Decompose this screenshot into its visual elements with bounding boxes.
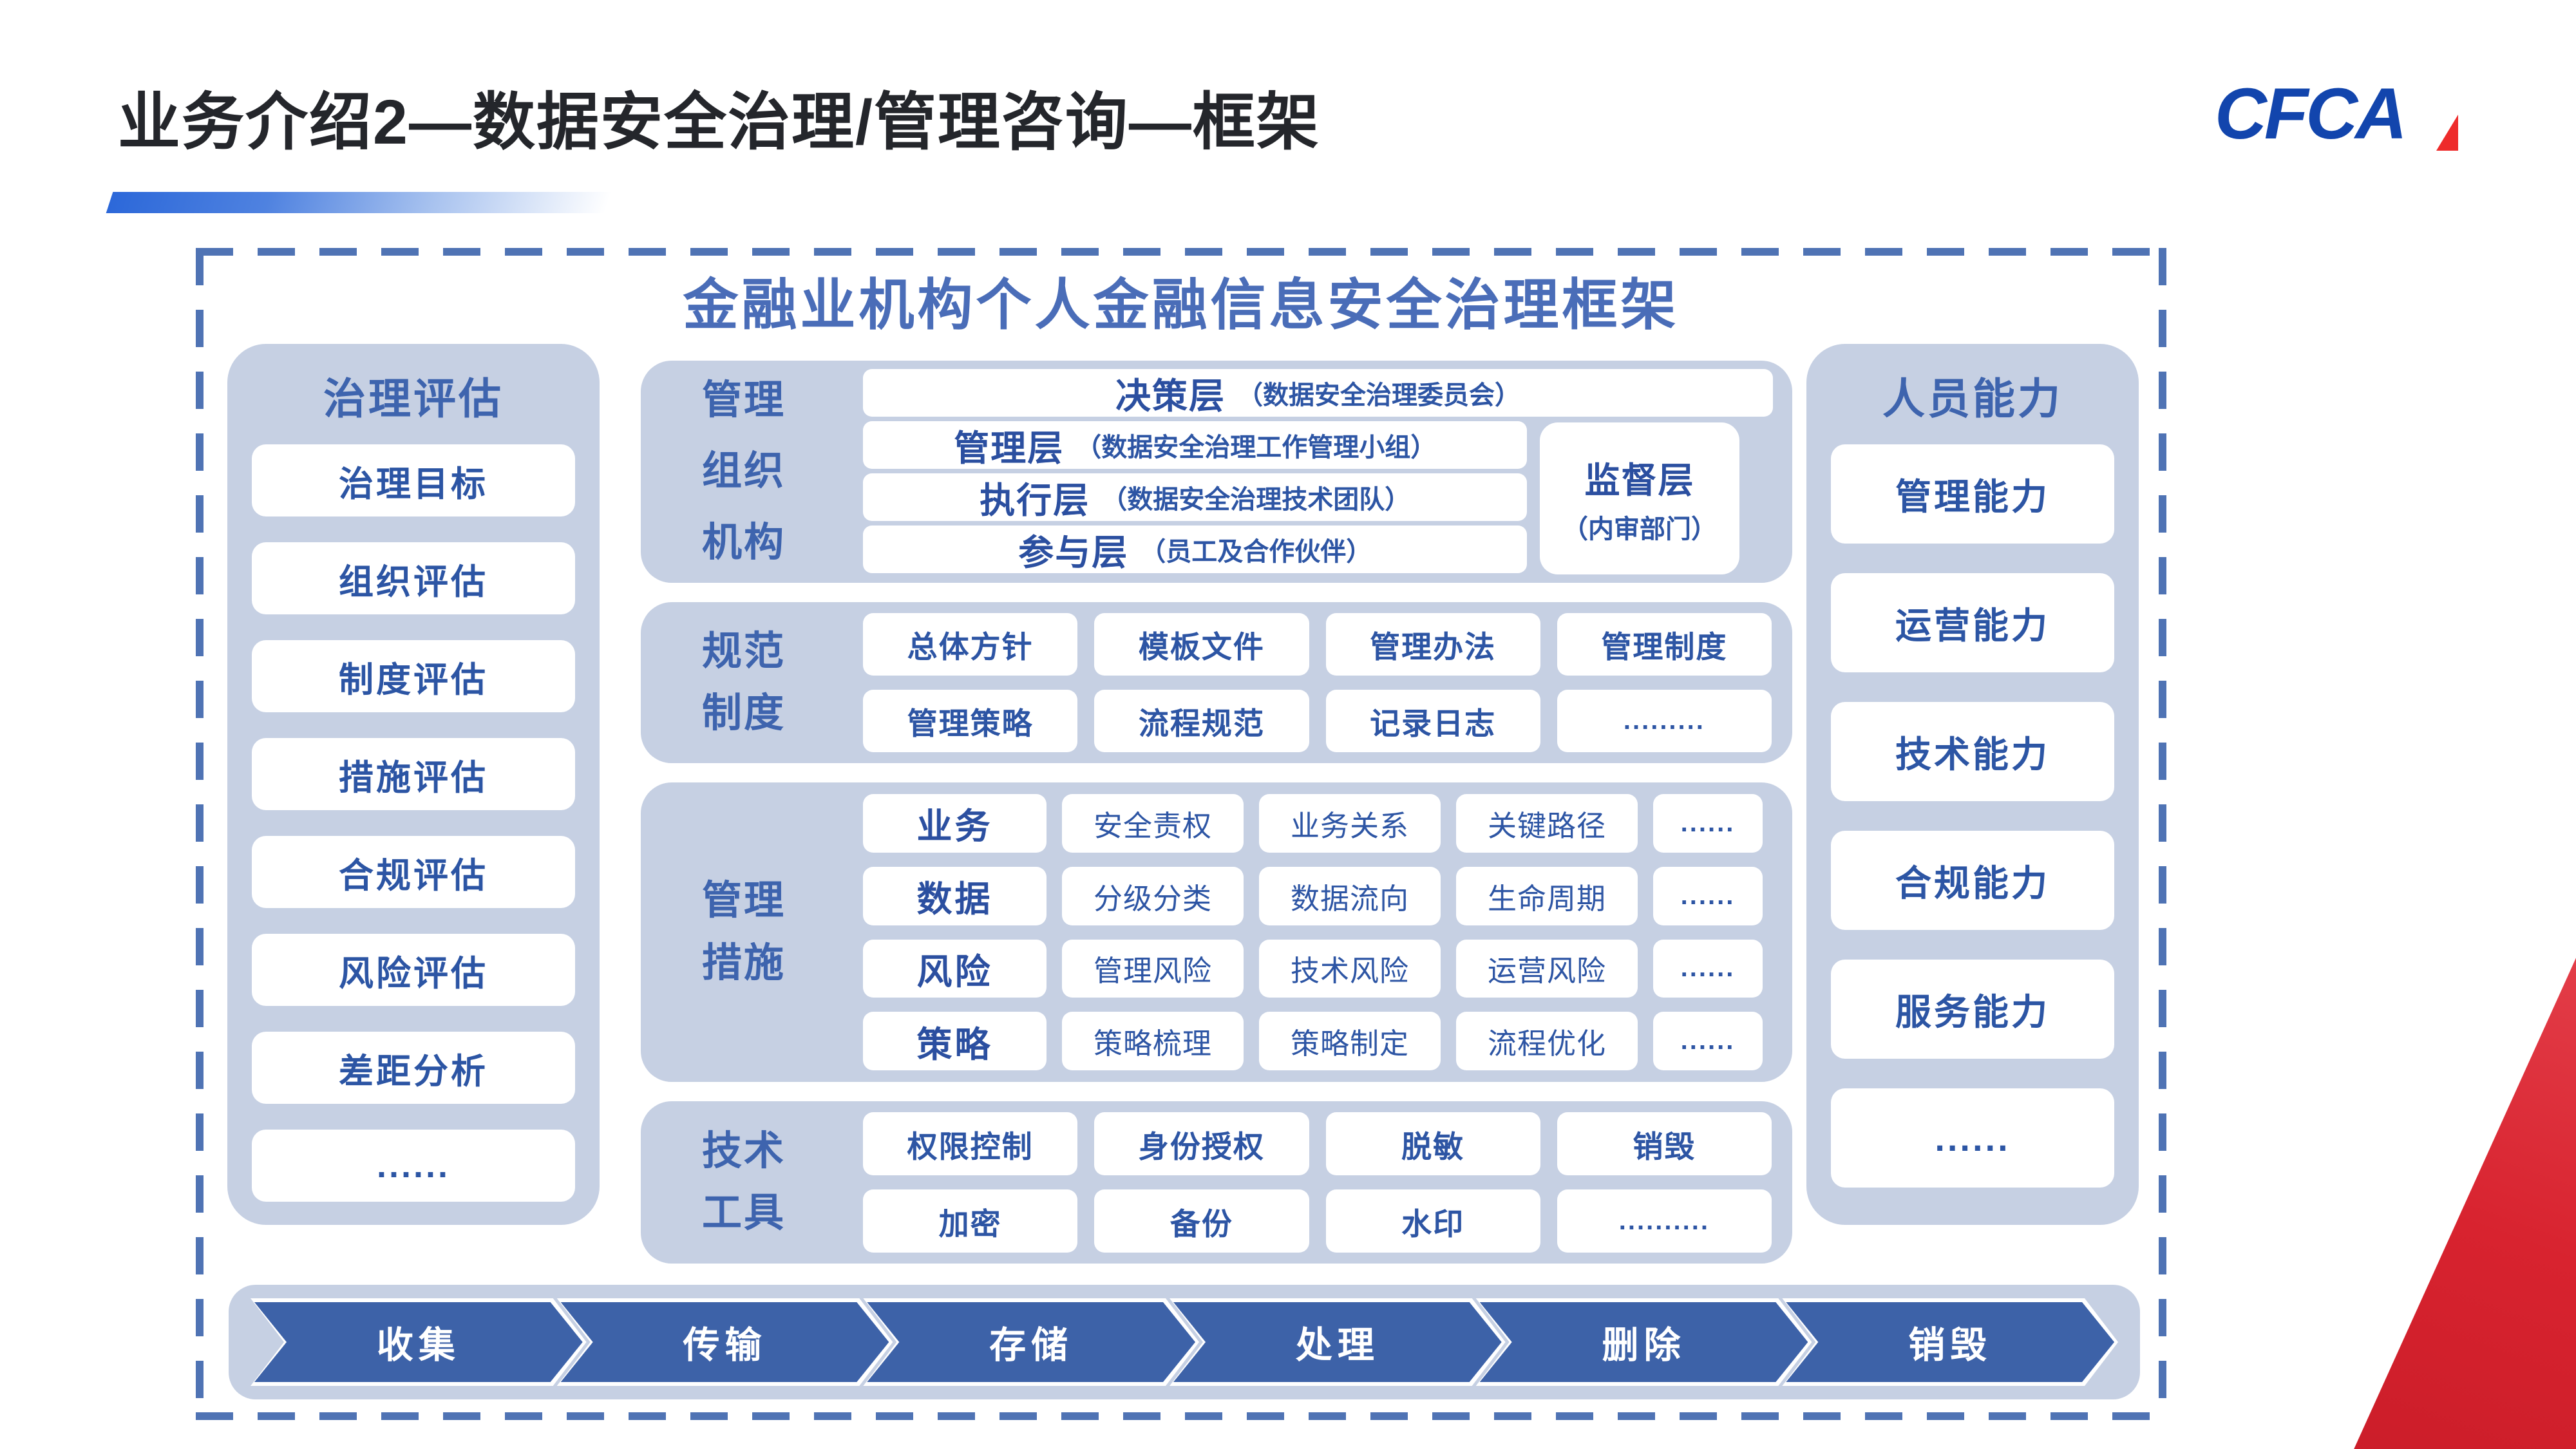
management-measures-panel: 管理 措施 业务 安全责权 业务关系 关键路径 ...... 数据 分级分类 数…: [641, 782, 1792, 1082]
tool-item: 身份授权: [1094, 1112, 1309, 1175]
policy-item: 总体方针: [863, 613, 1078, 676]
measure-category: 业务: [863, 794, 1046, 853]
measure-category: 数据: [863, 866, 1046, 925]
flow-step-destroy: 销毁: [1782, 1298, 2118, 1386]
list-item: 制度评估: [252, 640, 575, 712]
flow-step-transfer: 传输: [557, 1298, 893, 1386]
tool-item: 备份: [1094, 1189, 1309, 1253]
measure-item: 流程优化: [1456, 1012, 1638, 1070]
list-item: 管理能力: [1831, 444, 2114, 544]
framework-dashed-frame: 金融业机构个人金融信息安全治理框架 治理评估 治理目标 组织评估 制度评估 措施…: [196, 248, 2166, 1420]
list-item: 治理目标: [252, 444, 575, 516]
policy-item: 记录日志: [1325, 690, 1540, 752]
technical-tools-label: 技术 工具: [701, 1128, 786, 1235]
technical-tools-panel: 技术 工具 权限控制 身份授权 脱敏 销毁 加密 备份 水印 .........…: [641, 1101, 1792, 1264]
policy-system-label: 规范 制度: [701, 629, 786, 735]
list-item: 差距分析: [252, 1032, 575, 1104]
measure-item: 策略梳理: [1062, 1012, 1244, 1070]
tool-item: 水印: [1325, 1189, 1540, 1253]
measure-item: 策略制定: [1259, 1012, 1441, 1070]
flow-step-store: 存储: [863, 1298, 1199, 1386]
management-layer-row: 管理层 （数据安全治理工作管理小组）: [863, 421, 1528, 469]
decision-layer-row: 决策层 （数据安全治理委员会）: [863, 369, 1773, 417]
flow-step-label: 删除: [1480, 1302, 1808, 1382]
participation-layer-row: 参与层 （员工及合作伙伴）: [863, 526, 1528, 573]
measure-item: 业务关系: [1259, 794, 1441, 853]
policy-item: 流程规范: [1094, 690, 1309, 752]
tool-item: 销毁: [1557, 1112, 1772, 1175]
list-item: 风险评估: [252, 934, 575, 1006]
measure-item: 生命周期: [1456, 866, 1638, 925]
cfca-logo-text: CFCA: [2215, 73, 2407, 154]
list-item-ellipsis: ......: [1831, 1088, 2114, 1188]
flow-step-delete: 删除: [1476, 1298, 1812, 1386]
policy-system-grid: 总体方针 模板文件 管理办法 管理制度 管理策略 流程规范 记录日志 .....…: [847, 602, 1792, 763]
measure-item-ellipsis: ......: [1653, 794, 1763, 853]
tool-item: 权限控制: [863, 1112, 1078, 1175]
flow-step-label: 存储: [867, 1302, 1195, 1382]
management-organization-rows: 决策层 （数据安全治理委员会） 管理层 （数据安全治理工作管理小组） 执行层 （…: [847, 361, 1792, 583]
dashed-border-right: [2159, 248, 2166, 1420]
tool-item-ellipsis: ..........: [1557, 1189, 1772, 1253]
flow-step-collect: 收集: [251, 1298, 587, 1386]
policy-item-ellipsis: .........: [1557, 690, 1772, 752]
governance-assessment-header: 治理评估: [323, 375, 504, 422]
flow-step-label: 收集: [254, 1302, 583, 1382]
measure-item: 分级分类: [1062, 866, 1244, 925]
framework-title: 金融业机构个人金融信息安全治理框架: [683, 274, 1680, 336]
dashed-border-top: [196, 248, 2166, 256]
measure-category: 策略: [863, 1012, 1046, 1070]
list-item: 技术能力: [1831, 702, 2114, 801]
technical-tools-grid: 权限控制 身份授权 脱敏 销毁 加密 备份 水印 ..........: [847, 1101, 1792, 1264]
list-item: 措施评估: [252, 738, 575, 810]
flow-step-label: 处理: [1173, 1302, 1502, 1382]
measure-item: 运营风险: [1456, 939, 1638, 998]
title-underline-bar: [106, 192, 638, 213]
page-title: 业务介绍2—数据安全治理/管理咨询—框架: [118, 87, 1320, 157]
measure-item: 关键路径: [1456, 794, 1638, 853]
list-item: 服务能力: [1831, 960, 2114, 1059]
management-measures-grid: 业务 安全责权 业务关系 关键路径 ...... 数据 分级分类 数据流向 生命…: [847, 782, 1792, 1082]
personnel-capability-items: 管理能力 运营能力 技术能力 合规能力 服务能力 ......: [1806, 444, 2139, 1188]
measure-item-ellipsis: ......: [1653, 866, 1763, 925]
policy-item: 模板文件: [1094, 613, 1309, 676]
personnel-capability-header: 人员能力: [1882, 375, 2063, 422]
management-organization-label: 管理 组织 机构: [701, 377, 786, 565]
data-lifecycle-flow-band: 收集 传输 存储 处理 删除 销毁: [229, 1285, 2140, 1399]
list-item: 合规能力: [1831, 831, 2114, 930]
flow-step-label: 传输: [561, 1302, 889, 1382]
tool-item: 脱敏: [1325, 1112, 1540, 1175]
management-measures-label: 管理 措施: [701, 878, 786, 985]
governance-assessment-column: 治理评估 治理目标 组织评估 制度评估 措施评估 合规评估 风险评估 差距分析 …: [227, 344, 600, 1225]
list-item: 合规评估: [252, 836, 575, 908]
personnel-capability-column: 人员能力 管理能力 运营能力 技术能力 合规能力 服务能力 ......: [1806, 344, 2139, 1225]
tool-item: 加密: [863, 1189, 1078, 1253]
policy-item: 管理制度: [1557, 613, 1772, 676]
measure-item: 技术风险: [1259, 939, 1441, 998]
execution-layer-row: 执行层 （数据安全治理技术团队）: [863, 473, 1528, 521]
measure-item-ellipsis: ......: [1653, 1012, 1763, 1070]
measure-item: 安全责权: [1062, 794, 1244, 853]
list-item: 运营能力: [1831, 573, 2114, 672]
list-item-ellipsis: ......: [252, 1130, 575, 1202]
measure-item: 数据流向: [1259, 866, 1441, 925]
governance-assessment-items: 治理目标 组织评估 制度评估 措施评估 合规评估 风险评估 差距分析 .....…: [227, 444, 600, 1202]
management-organization-panel: 管理 组织 机构 决策层 （数据安全治理委员会） 管理层 （数据安全治理工作管理…: [641, 361, 1792, 583]
red-corner-decoration: [2354, 958, 2576, 1449]
dashed-border-left: [196, 248, 204, 1420]
policy-item: 管理办法: [1325, 613, 1540, 676]
list-item: 组织评估: [252, 542, 575, 614]
measure-item: 管理风险: [1062, 939, 1244, 998]
dashed-border-bottom: [196, 1412, 2166, 1420]
policy-item: 管理策略: [863, 690, 1078, 752]
policy-system-panel: 规范 制度 总体方针 模板文件 管理办法 管理制度 管理策略 流程规范 记录日志…: [641, 602, 1792, 763]
flow-step-process: 处理: [1170, 1298, 1506, 1386]
cfca-logo: CFCA: [2215, 72, 2492, 162]
flow-step-label: 销毁: [1786, 1302, 2114, 1382]
measure-category: 风险: [863, 939, 1046, 998]
measure-item-ellipsis: ......: [1653, 939, 1763, 998]
supervision-layer-box: 监督层 （内审部门）: [1540, 422, 1739, 574]
